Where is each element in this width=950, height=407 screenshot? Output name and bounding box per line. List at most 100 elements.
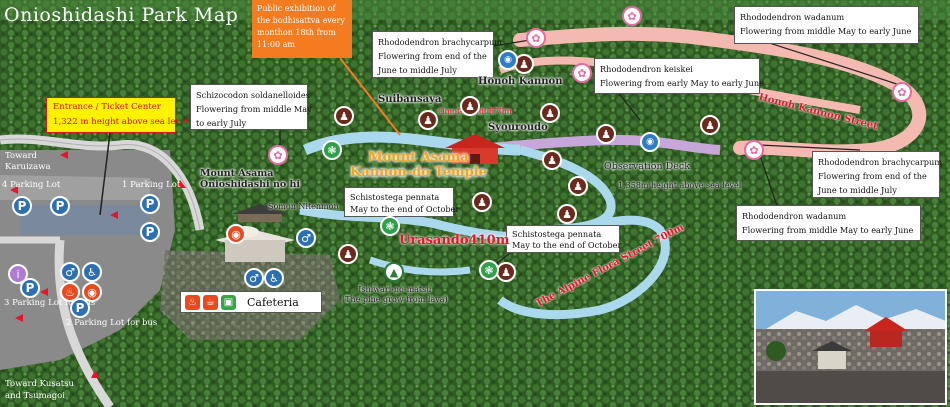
callout-line: Rhododendron brachycarpum [378,37,503,47]
honoh-kannon-label: Honoh Kannon [478,76,563,87]
parking-icon[interactable]: P [140,222,160,242]
observation-height-label: 1,358m height above sea level [618,181,742,190]
coffee-icon: ☕ [203,294,218,310]
bag-icon: ▣ [221,294,236,310]
person-icon[interactable]: ♟ [596,124,616,144]
kannon-temple-label: Mount Asama Kannon-do Temple [350,150,487,180]
callout-line: Flowering from end of the [818,171,927,181]
entrance-line: 1,322 m height above sea level [53,117,189,127]
bodhisattva-line: the bodhisattva every [257,16,345,25]
food-icon: ♨ [185,294,200,310]
brachycarpum-top-callout[interactable]: Rhododendron brachycarpum Flowering from… [372,31,503,78]
food-icon[interactable]: ♨ [60,282,80,302]
somon-label: Somon Nitenmon [268,202,339,211]
suibansaya-label: Suibansaya [378,94,442,105]
photo-image [756,291,945,403]
schizocodon-callout[interactable]: Schizocodon soldanelloides Flowering fro… [190,84,312,130]
map-title: Onioshidashi Park Map [4,4,239,26]
ishiwari-label: Ishiwari-no-matsu (The pine grow from la… [342,285,448,304]
parking-3-label: 3 Parking Lot for bus [4,298,96,308]
wheelchair-icon[interactable]: ♿ [82,262,102,282]
restroom-icon[interactable]: ♂ [60,262,80,282]
person-icon[interactable]: ♟ [568,176,588,196]
parking-icon[interactable]: P [140,194,160,214]
mount-asama-monument-label: Mount Asama Onioshidashi no hi [200,168,301,190]
wadanum-bottom-callout[interactable]: Rhododendron wadanum Flowering from midd… [736,205,921,241]
wheelchair-icon[interactable]: ♿ [264,268,284,288]
camera-icon[interactable]: ◉ [498,50,518,70]
leaf-icon[interactable]: ❃ [380,216,400,236]
callout-line: Flowering from early May to early June [600,78,764,88]
parking-2-label: 2 Parking Lot for bus [66,318,158,328]
callout-line: Schizocodon soldanelloides [196,90,310,100]
bodhisattva-line: monthon 18th from [257,28,336,37]
callout-line: Flowering from middle May to early June [742,225,914,235]
person-icon[interactable]: ♟ [460,96,480,116]
person-icon[interactable]: ♟ [418,110,438,130]
brachycarpum-right-callout[interactable]: Rhododendron brachycarpum Flowering from… [812,151,943,198]
person-icon[interactable]: ♟ [338,244,358,264]
camera-icon[interactable]: ◉ [82,282,102,302]
camera-icon[interactable]: ◉ [640,132,660,152]
camera-icon[interactable]: ◉ [226,224,246,244]
kannon-temple-building [445,134,505,164]
flower-icon[interactable]: ✿ [572,63,592,83]
callout-line: Flowering from middle May to early June [740,26,912,36]
toward-kusatsu-label: Toward Kusatsu and Tsumagoi [5,379,74,401]
callout-line: Flowering from middle May [196,104,312,114]
parking-icon[interactable]: P [50,196,70,216]
callout-line: June to middle July [818,185,897,195]
person-icon[interactable]: ♟ [542,150,562,170]
observation-deck-label: Observation Deck [604,161,690,172]
leaf-icon[interactable]: ❃ [479,260,499,280]
keiskei-callout[interactable]: Rhododendron keiskei Flowering from earl… [594,58,764,94]
bodhisattva-exhibition-note: Public exhibition of the bodhisattva eve… [252,0,352,58]
toward-karuizawa-label: Toward Karuizawa [5,151,51,172]
parking-icon[interactable]: P [20,278,40,298]
restroom-icon[interactable]: ♂ [244,268,264,288]
parking-1-label: 1 Parking Lot [122,180,181,190]
flower-icon[interactable]: ✿ [744,140,764,160]
person-icon[interactable]: ♟ [496,262,516,282]
wadanum-top-callout[interactable]: Rhododendron wadanum Flowering from midd… [734,6,919,44]
bodhisattva-line: 11:00 am [257,40,295,49]
flower-icon[interactable]: ✿ [526,28,546,48]
callout-line: to early July [196,118,247,128]
syouroudo-label: Syouroudo [488,122,548,133]
pine-tree-icon[interactable]: ▲ [384,262,404,282]
flower-icon[interactable]: ✿ [268,145,288,165]
callout-line: May to the end of October [350,204,460,214]
callout-line: Schistostega pennata [512,229,602,239]
person-icon[interactable]: ♟ [472,192,492,212]
callout-line: Rhododendron brachycarpum [818,157,943,167]
callout-line: June to middle July [378,65,457,75]
restroom-icon[interactable]: ♂ [296,228,316,248]
person-icon[interactable]: ♟ [700,115,720,135]
callout-line: Rhododendron wadanum [740,12,845,22]
person-icon[interactable]: ♟ [540,103,560,123]
parking-icon[interactable]: P [12,196,32,216]
leaf-icon[interactable]: ❃ [322,140,342,160]
entrance-line: Entrance / Ticket Center [53,102,161,112]
callout-line: May to the end of October [512,240,622,250]
person-icon[interactable]: ♟ [334,106,354,126]
callout-line: Schistostega pennata [350,192,440,202]
schistostega-callout-2[interactable]: Schistostega pennata May to the end of O… [506,225,622,253]
flower-icon[interactable]: ✿ [622,6,642,26]
parking-icon[interactable]: P [70,298,90,318]
bodhisattva-line: Public exhibition of [257,4,336,13]
callout-line: Flowering from end of the [378,51,487,61]
urasando-label: Urasando410m [399,233,510,248]
cafeteria-label-box[interactable]: ♨ ☕ ▣ Cafeteria [180,291,322,313]
callout-line: Rhododendron wadanum [742,211,847,221]
schistostega-callout-1[interactable]: Schistostega pennata May to the end of O… [344,187,460,217]
info-icon[interactable]: i [8,264,28,284]
entrance-ticket-center-callout[interactable]: Entrance / Ticket Center 1,322 m height … [46,97,189,133]
cafeteria-label: Cafeteria [247,295,299,309]
callout-line: Rhododendron keiskei [600,64,693,74]
flower-icon[interactable]: ✿ [892,82,912,102]
parking-4-label: 4 Parking Lot [2,180,61,190]
person-icon[interactable]: ♟ [557,204,577,224]
kannon-temple-photo [754,289,947,405]
